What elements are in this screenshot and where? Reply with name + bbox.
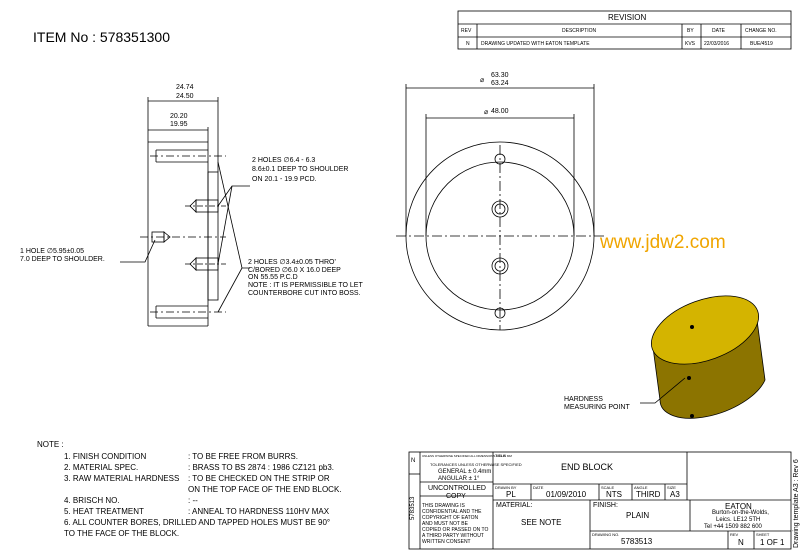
angle-value: THIRD bbox=[636, 490, 661, 499]
dim-inner-diameter-symbol: ⌀ bbox=[484, 109, 489, 116]
item-number: ITEM No : 578351300 bbox=[33, 29, 170, 45]
rev-header-rev: REV bbox=[461, 28, 472, 34]
tolerances-title: TOLERANCES UNLESS OTHERWISE SPECIFIED bbox=[430, 462, 522, 467]
scale-label: SCALE bbox=[601, 485, 615, 490]
holes-b-line3: ON 55.55 P.C.D bbox=[248, 274, 298, 281]
holes-a-line3: ON 20.1 - 19.9 PCD. bbox=[252, 176, 317, 183]
tolerance-general: GENERAL ± 0.4mm bbox=[438, 469, 492, 475]
rev-row-rev: N bbox=[466, 41, 470, 47]
drawing-no-label: DRAWING NO. bbox=[592, 532, 620, 537]
company-address2: Leics. LE12 5TH bbox=[716, 517, 761, 523]
notes-title: NOTE : bbox=[37, 440, 64, 449]
note-4-label: 4. BRISCH NO. bbox=[64, 496, 120, 505]
holes-b-line5: COUNTERBORE CUT INTO BOSS. bbox=[248, 290, 361, 297]
tolerance-angular: ANGULAR ± 1° bbox=[438, 476, 480, 482]
rev-row-change: BUE/4519 bbox=[750, 41, 773, 47]
dim-overall-min: 24.50 bbox=[176, 93, 194, 100]
note-1-label: 1. FINISH CONDITION bbox=[64, 452, 147, 461]
revision-table-grid bbox=[457, 10, 792, 50]
holes-a-line1: 2 HOLES ∅6.4 - 6.3 bbox=[252, 157, 316, 164]
sheet-value: 1 OF 1 bbox=[760, 538, 785, 547]
rev-header-date: DATE bbox=[712, 28, 725, 34]
finish-value: PLAIN bbox=[626, 511, 650, 520]
note-6b-label: TO THE FACE OF THE BLOCK. bbox=[64, 529, 180, 538]
note-1-value: : TO BE FREE FROM BURRS. bbox=[188, 452, 298, 461]
rev-row-date: 22/03/2016 bbox=[704, 41, 730, 47]
confidential-line6: A THIRD PARTY WITHOUT bbox=[422, 533, 484, 539]
holes-b-line2: C/BORED ∅6.0 X 16.0 DEEP bbox=[248, 267, 341, 274]
item-value: 578351300 bbox=[99, 29, 170, 45]
holes-b-line1: 2 HOLES ∅3.4±0.05 THRO' bbox=[248, 259, 336, 266]
watermark: www.jdw2.com bbox=[600, 232, 726, 253]
iso-label-line2: MEASURING POINT bbox=[564, 404, 630, 411]
dim-overall-max: 24.74 bbox=[176, 84, 194, 91]
confidential-line2: CONFIDENTIAL AND THE bbox=[422, 509, 482, 515]
note-5-label: 5. HEAT TREATMENT bbox=[64, 507, 144, 516]
angle-label: ANGLE bbox=[634, 485, 648, 490]
sheet-label: SHEET bbox=[756, 532, 770, 537]
drawing-no-value: 5783513 bbox=[621, 537, 653, 546]
rev-row-by: KVS bbox=[685, 41, 696, 47]
holes-b-line4: NOTE : IT IS PERMISSIBLE TO LET bbox=[248, 282, 363, 289]
drawn-by: PL bbox=[506, 490, 516, 499]
confidential-line4: AND MUST NOT BE bbox=[422, 521, 468, 527]
note-3-value: : TO BE CHECKED ON THE STRIP OR bbox=[188, 474, 330, 483]
scale-value: NTS bbox=[606, 490, 622, 499]
note-6-label: 6. ALL COUNTER BORES, DRILLED AND TAPPED… bbox=[64, 518, 331, 527]
note-4-value: : -- bbox=[188, 496, 198, 505]
item-label: ITEM No : bbox=[33, 29, 97, 45]
rev-header-change: CHANGE NO. bbox=[745, 28, 777, 34]
drawing-title: END BLOCK bbox=[561, 462, 614, 472]
note-2-label: 2. MATERIAL SPEC. bbox=[64, 463, 139, 472]
iso-label-line1: HARDNESS bbox=[564, 396, 603, 403]
size-label: SIZE bbox=[667, 485, 676, 490]
note-3-label: 3. RAW MATERIAL HARDNESS bbox=[64, 474, 180, 483]
company-address1: Burton-on-the-Wolds, bbox=[712, 510, 769, 516]
note-3b-value: ON THE TOP FACE OF THE END BLOCK. bbox=[188, 485, 342, 494]
confidential-line1: THIS DRAWING IS bbox=[422, 503, 465, 509]
title-block-grid bbox=[408, 451, 792, 550]
date-label: DATE bbox=[533, 485, 544, 490]
dim-inner-max: 20.20 bbox=[170, 113, 188, 120]
rev-row-description: DRAWING UPDATED WITH EATON TEMPLATE bbox=[481, 41, 590, 47]
dim-outer-min: 63.24 bbox=[491, 80, 509, 87]
side-view-geometry bbox=[120, 97, 250, 327]
company-phone: Tel +44 1509 882 600 bbox=[704, 524, 762, 530]
side-strip-number: 5783513 bbox=[410, 496, 416, 520]
hole1-line1: 1 HOLE ∅5.95±0.05 bbox=[20, 248, 85, 255]
rev-header-by: BY bbox=[687, 28, 694, 34]
rev-value: N bbox=[738, 538, 744, 547]
template-label: Drawing template A3 : Rev 6 bbox=[793, 459, 800, 548]
uncontrolled-line2: COPY bbox=[446, 493, 466, 500]
front-view-geometry bbox=[396, 84, 606, 331]
confidential-line5: COPIED OR PASSED ON TO bbox=[422, 527, 489, 533]
note-2-value: : BRASS TO BS 2874 : 1986 CZ121 pb3. bbox=[188, 463, 335, 472]
finish-label: FINISH: bbox=[593, 502, 618, 509]
isometric-view-graphic bbox=[640, 295, 766, 419]
holes-a-line2: 8.6±0.1 DEEP TO SHOULDER bbox=[252, 166, 349, 173]
tolerance-head: UNLESS OTHERWISE SPECIFIED ALL DIMENSION… bbox=[422, 454, 512, 458]
title-label: TITLE bbox=[495, 453, 506, 458]
rev-header-description: DESCRIPTION bbox=[562, 28, 597, 34]
material-label: MATERIAL: bbox=[496, 502, 533, 509]
dim-outer-diameter-symbol: ⌀ bbox=[480, 77, 485, 84]
confidential-line7: WRITTEN CONSENT bbox=[422, 539, 471, 545]
dim-inner-min: 19.95 bbox=[170, 121, 188, 128]
drawn-by-label: DRAWN BY bbox=[495, 485, 517, 490]
side-strip-rev: N bbox=[411, 458, 416, 464]
size-value: A3 bbox=[670, 490, 680, 499]
date-value: 01/09/2010 bbox=[546, 490, 587, 499]
hole1-line2: 7.0 DEEP TO SHOULDER. bbox=[20, 256, 105, 263]
uncontrolled-line1: UNCONTROLLED bbox=[428, 485, 486, 492]
company-name: EATON bbox=[725, 502, 752, 511]
dim-inner-value: 48.00 bbox=[491, 108, 509, 115]
confidential-line3: COPYRIGHT OF EATON bbox=[422, 515, 479, 521]
material-value: SEE NOTE bbox=[521, 518, 562, 527]
rev-label: REV bbox=[730, 532, 739, 537]
revision-title: REVISION bbox=[608, 13, 647, 22]
dim-outer-max: 63.30 bbox=[491, 72, 509, 79]
note-5-value: : ANNEAL TO HARDNESS 110HV MAX bbox=[188, 507, 330, 516]
